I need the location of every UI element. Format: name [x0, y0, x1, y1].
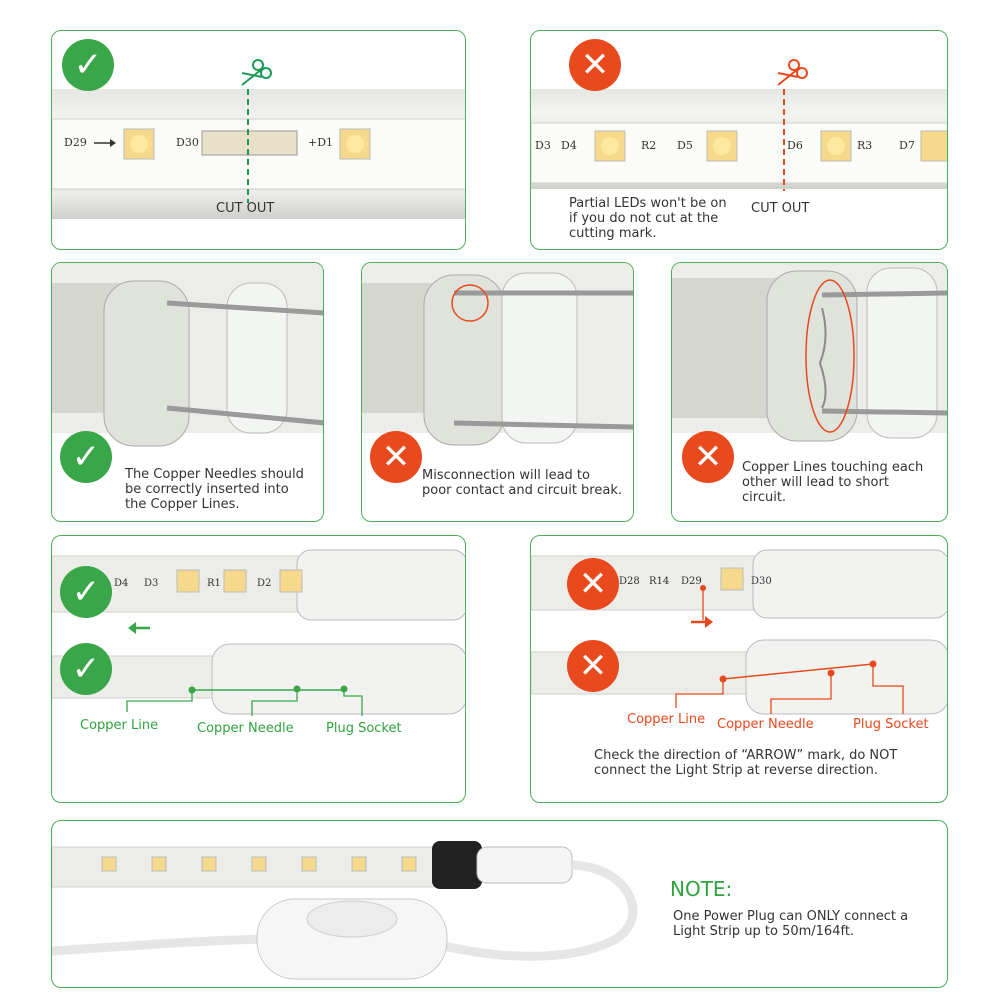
led-chip: [279, 569, 303, 593]
arrow-left-icon: [128, 622, 150, 634]
strip-mark: D2: [257, 578, 271, 589]
panel-correct-cut: D29 D30 +D1 ✓ CUT OUT: [51, 30, 466, 250]
led-chip: [720, 567, 744, 591]
led-chip: [920, 130, 947, 162]
caption: Check the direction of “ARROW” mark, do …: [594, 748, 898, 778]
led-chip: [401, 856, 417, 872]
strip-mark: R2: [641, 139, 656, 152]
panel-short-circuit: ✕ Copper Lines touching each other will …: [671, 262, 948, 522]
strip-mark: D30: [176, 136, 199, 149]
caption: Copper Lines touching each other will le…: [742, 460, 924, 505]
led-chip: [351, 856, 367, 872]
check-icon: ✓: [62, 39, 114, 91]
strip-mark: D28: [619, 576, 640, 587]
strip-mark: D4: [561, 139, 577, 152]
problem-highlight: [805, 279, 855, 433]
arrow-right-icon: [691, 616, 713, 628]
cut-out-label: CUT OUT: [751, 201, 810, 216]
led-chip: [101, 856, 117, 872]
strip-mark: D29: [681, 576, 702, 587]
panel-note: NOTE: One Power Plug can ONLY connect a …: [51, 820, 948, 988]
led-chip: [223, 569, 247, 593]
cross-icon: ✕: [567, 558, 619, 610]
plug-illustration: D4 D3 R1 D2: [52, 549, 465, 716]
strip-mark: D3: [144, 578, 158, 589]
led-chip: [176, 569, 200, 593]
led-chip: [201, 856, 217, 872]
strip-mark: R1: [207, 578, 221, 589]
power-plug-illustration: [52, 841, 638, 980]
strip-mark: D4: [114, 578, 128, 589]
led-chip: [301, 856, 317, 872]
led-strip-illustration: D3 D4 R2 D5 D6 R3 D7: [531, 59, 947, 191]
scissors-icon: [777, 59, 808, 86]
problem-highlight: [451, 284, 489, 322]
caption: The Copper Needles should be correctly i…: [125, 467, 304, 512]
strip-mark: +D1: [308, 136, 333, 149]
scissors-icon: [241, 59, 272, 86]
caption: Partial LEDs won't be on if you do not c…: [569, 196, 727, 241]
copper-line-label: Copper Line: [627, 712, 706, 727]
copper-needle-label: Copper Needle: [197, 721, 294, 736]
connector-illustration: [52, 263, 323, 447]
panel-correct-direction: D4 D3 R1 D2 ✓ ✓ Copper Line Copper Needl…: [51, 535, 466, 803]
led-chip: [251, 856, 267, 872]
plug-socket-label: Plug Socket: [853, 717, 929, 732]
cross-icon: ✕: [370, 431, 422, 483]
cut-out-label: CUT OUT: [216, 201, 275, 216]
led-chip: [151, 856, 167, 872]
cross-icon: ✕: [569, 39, 621, 91]
panel-wrong-cut: D3 D4 R2 D5 D6 R3 D7 ✕ Partial LEDs won'…: [530, 30, 948, 250]
plug-socket-label: Plug Socket: [326, 721, 402, 736]
copper-needle-label: Copper Needle: [717, 717, 814, 732]
caption: Misconnection will lead to poor contact …: [422, 468, 622, 498]
led-strip-illustration: D29 D30 +D1: [52, 59, 465, 203]
strip-mark: D6: [787, 139, 803, 152]
cross-icon: ✕: [567, 640, 619, 692]
connector-illustration: [362, 263, 633, 446]
note-text: One Power Plug can ONLY connect a Light …: [673, 909, 909, 939]
note-title: NOTE:: [670, 877, 733, 901]
strip-mark: D3: [535, 139, 551, 152]
panel-correct-insertion: ✓ The Copper Needles should be correctly…: [51, 262, 324, 522]
check-icon: ✓: [60, 643, 112, 695]
strip-mark: R14: [649, 576, 669, 587]
panel-reverse-direction: D28 R14 D29 D30 ✕ ✕ Copper Line Copper N…: [530, 535, 948, 803]
cross-icon: ✕: [682, 431, 734, 483]
strip-mark: D5: [677, 139, 693, 152]
strip-mark: D7: [899, 139, 915, 152]
strip-mark: D29: [64, 136, 87, 149]
strip-mark: R3: [857, 139, 872, 152]
copper-line-label: Copper Line: [80, 718, 159, 733]
connector-illustration: [672, 263, 947, 442]
panel-misconnection: ✕ Misconnection will lead to poor contac…: [361, 262, 634, 522]
check-icon: ✓: [60, 431, 112, 483]
check-icon: ✓: [60, 566, 112, 618]
strip-mark: D30: [751, 576, 772, 587]
